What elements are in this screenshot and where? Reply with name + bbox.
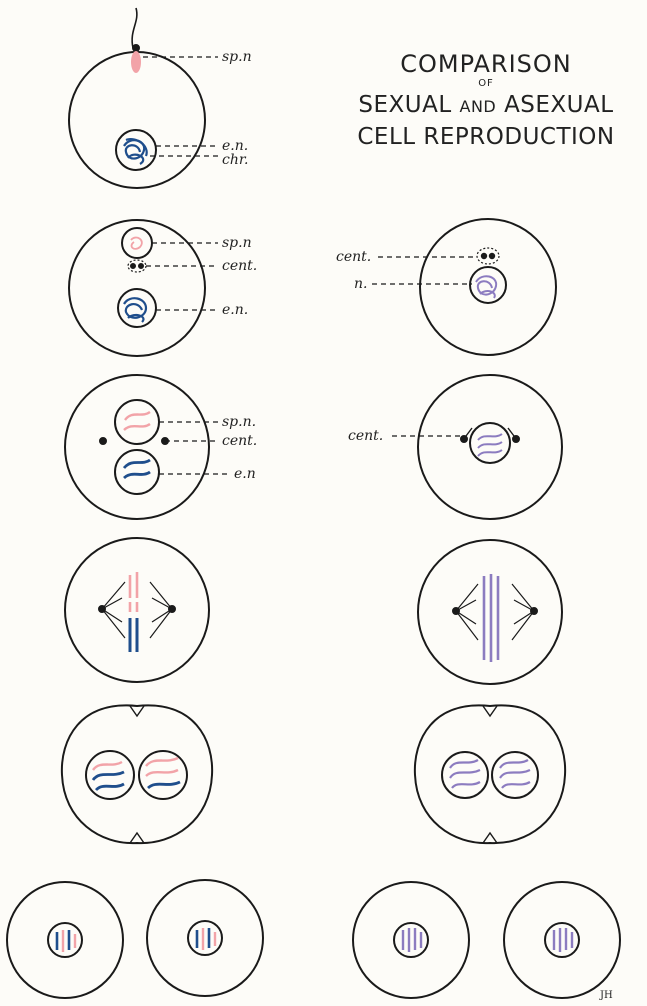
label-egg-nucleus-2: e.n. [222,302,248,318]
centrosome [512,435,520,443]
centrosome [99,437,107,445]
egg-nucleus [114,449,160,495]
egg-nucleus [117,288,157,328]
egg-nucleus [115,129,157,171]
label-chromatin: chr. [222,152,248,168]
title-line-1: COMPARISON [400,50,572,78]
label-nucleus-right-2: n. [354,276,367,292]
title-asexual: ASEXUAL [504,92,614,118]
centrosome [460,435,468,443]
artist-signature: JH [599,990,613,1001]
label-centrosome-right-3: cent. [348,428,383,444]
asexual-daughter-cell-left [352,881,470,999]
daughter-nucleus [85,750,135,800]
label-egg-nucleus-3: e.n [234,466,256,482]
daughter-nucleus [491,751,539,799]
asexual-stage-3-cell [417,374,563,520]
sperm-nucleus [114,399,160,445]
label-egg-nucleus: e.n. [222,138,248,154]
title-line-2: OF [478,78,494,89]
label-sperm-nucleus-3: sp.n. [222,414,256,430]
sexual-stage-4-cell [64,537,210,683]
sexual-stage-2-cell [68,219,206,357]
sperm-nucleus [131,51,141,73]
asexual-stage-5-cell [413,704,567,845]
label-centrosome-3: cent. [222,433,257,449]
sexual-stage-5-cell [60,704,214,845]
asexual-stage-2-cell [419,218,557,356]
leader-lines [143,56,477,475]
chromatin-tangle [123,138,148,165]
label-sperm-nucleus: sp.n [222,49,252,65]
sexual-daughter-cell-left [6,881,124,999]
sexual-stage-3-cell [64,374,210,520]
nucleus [469,422,511,464]
title-sexual: SEXUAL [358,92,452,118]
nucleus [469,266,507,304]
daughter-nucleus [138,750,188,800]
chromosomes [482,574,500,662]
sexual-stage-1-cell [68,7,206,189]
label-centrosome-2: cent. [222,258,257,274]
asexual-daughter-cell-right [503,881,621,999]
centrosome [476,247,500,265]
egg-chromosomes [128,618,139,652]
daughter-nucleus [441,751,489,799]
title-line-4: CELL REPRODUCTION [357,124,615,150]
title-and: AND [459,97,497,116]
label-sperm-nucleus-2: sp.n [222,235,252,251]
sperm-nucleus [121,227,153,259]
sperm-chromosomes [128,572,139,612]
title-line-3: SEXUAL AND ASEXUAL [330,90,642,122]
asexual-stage-4-cell [417,539,563,685]
diagram-title: COMPARISON OF SEXUAL AND ASEXUAL CELL RE… [330,50,642,152]
label-centrosome-right-2: cent. [336,249,371,265]
sexual-daughter-cell-right [146,879,264,997]
